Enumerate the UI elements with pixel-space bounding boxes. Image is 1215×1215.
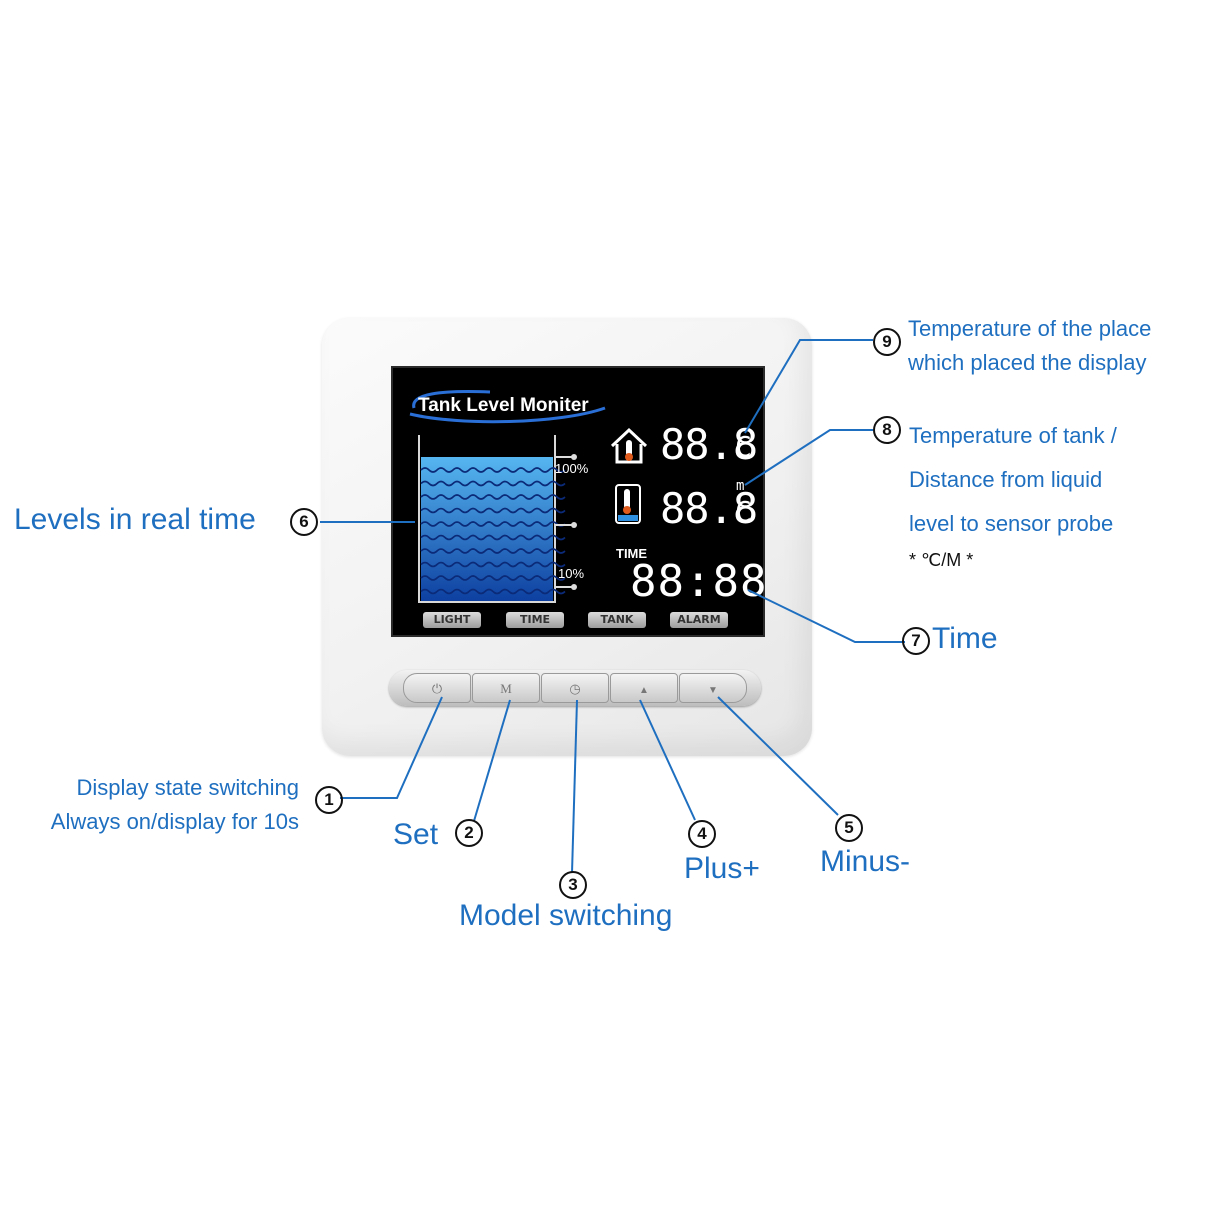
callout-8-badge: 8 [873,416,901,444]
water-wave [420,521,566,527]
callout-7-badge: 7 [902,627,930,655]
mode-button[interactable]: ◷ [541,673,609,703]
water-wave [420,561,566,568]
callout-1-line-2: Always on/display for 10s [50,809,299,834]
water-wave [420,507,566,514]
callout-6-text: Levels in real time [14,503,256,536]
button-bar: ⏻ M ◷ ▲ ▼ [389,670,761,706]
callout-2-text: Set [393,818,439,851]
power-icon: ⏻ [431,681,443,696]
water-wave [420,588,566,595]
time-label: TIME [616,546,648,561]
callout-4-badge: 4 [688,820,716,848]
up-arrow-icon: ▲ [639,685,649,696]
callout-8-text: Temperature of tank / Distance from liqu… [909,414,1117,546]
callout-1-text: Display state switching Always on/displa… [0,771,299,839]
level-100-label: 100% [555,461,589,476]
power-button[interactable]: ⏻ [403,673,471,703]
tank-temp-unit: C [735,495,752,528]
callout-9-badge: 9 [873,328,901,356]
water-wave [420,548,566,554]
clock-icon: ◷ [569,681,581,696]
tank-distance-unit: m [736,478,745,494]
water-wave [420,575,566,581]
callout-8-units: * ℃/M * [909,550,974,570]
display-title: Tank Level Moniter [418,395,589,416]
plus-button[interactable]: ▲ [610,673,678,703]
house-thermometer-icon [610,427,648,464]
title-swoosh [409,390,606,424]
tab-alarm: ALARM [670,612,728,628]
tab-time: TIME [506,612,564,628]
time-digits: 88:88 [630,556,768,607]
down-arrow-icon: ▼ [708,685,718,696]
callout-9-text: Temperature of the place which placed th… [908,312,1151,380]
water-wave [420,467,566,473]
callout-6-badge: 6 [290,508,318,536]
callout-5-badge: 5 [835,814,863,842]
water-wave [420,534,566,541]
m-icon: M [500,681,512,696]
level-10-label: 10% [558,566,585,581]
room-temp-digits: 88.8 [660,420,758,469]
callout-8-line-1: Temperature of tank / [909,423,1117,448]
tab-light: LIGHT [423,612,481,628]
callout-5-text: Minus- [820,845,911,878]
tank-graphic [418,435,577,603]
water-wave [420,480,566,487]
set-button[interactable]: M [472,673,540,703]
callout-7-text: Time [932,622,998,655]
callout-3-badge: 3 [559,871,587,899]
callout-9-line-1: Temperature of the place [908,316,1152,341]
tab-tank: TANK [588,612,646,628]
callout-2-badge: 2 [455,819,483,847]
room-temp-unit: C [735,430,752,463]
callout-3-text: Model switching [459,899,673,932]
callout-8-line-3: level to sensor probe [909,511,1114,536]
callout-4-text: Plus+ [684,852,760,885]
callout-1-line-1: Display state switching [76,775,299,800]
water-wave [420,494,566,500]
tank-thermometer-icon [615,484,641,524]
callout-1-badge: 1 [315,786,343,814]
callout-8-line-2: Distance from liquid [909,467,1103,492]
callout-9-line-2: which placed the display [908,350,1147,375]
minus-button[interactable]: ▼ [679,673,747,703]
tank-temp-digits: 88.8 [660,484,758,533]
